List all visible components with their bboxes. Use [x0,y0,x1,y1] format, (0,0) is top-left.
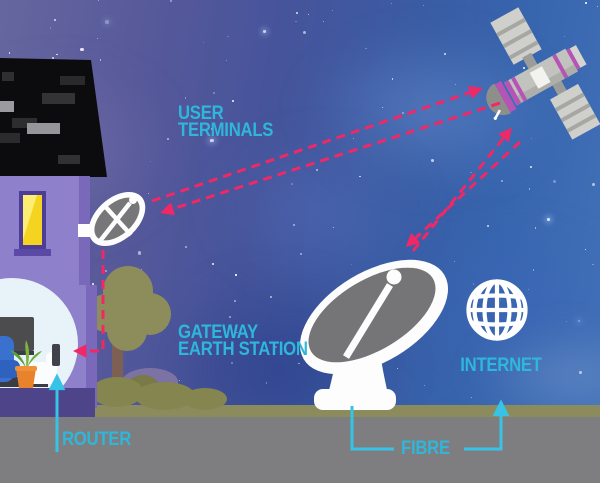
grass-strip [0,405,600,419]
internet-label: INTERNET [460,355,542,376]
globe-icon [466,279,528,341]
satellite-dish [486,80,517,120]
user-terminals-line2: TERMINALS [178,120,274,141]
dish-to-router-link [73,250,105,358]
ground [0,417,600,483]
fibre-callout-left [350,406,394,451]
fibre-label: FIBRE [401,438,450,459]
window [14,191,51,256]
gateway-line2: EARTH STATION [178,339,308,360]
downlink-satellite-to-gateway [405,140,522,248]
tree-icon [87,266,171,390]
satellite-dish-icon [78,191,146,247]
roof [0,58,107,177]
router-stick-icon [52,344,60,366]
gateway-line1: GATEWAY [178,322,258,343]
user-terminals-line1: USER [178,103,224,124]
bushes [91,368,227,410]
potted-plant [10,340,42,388]
router-label: ROUTER [62,429,132,450]
satellite-body [504,45,587,106]
satellite-icon [486,7,600,140]
fibre-callout-right [464,399,510,451]
armchair [0,336,20,382]
gateway-earth-station-label: GATEWAY EARTH STATION [178,322,308,360]
large-dish-antenna-icon [299,259,449,410]
tv-icon [0,317,34,355]
roof-bricks [0,72,85,164]
porch [0,388,95,418]
user-terminals-label: USER TERMINALS [178,103,274,141]
uplink-user-to-satellite [151,86,483,203]
callout-connectors [48,373,510,452]
solar-panel [490,7,542,70]
solar-panel [550,80,600,140]
uplink-gateway-to-satellite [411,127,512,252]
signal-paths [73,86,522,358]
